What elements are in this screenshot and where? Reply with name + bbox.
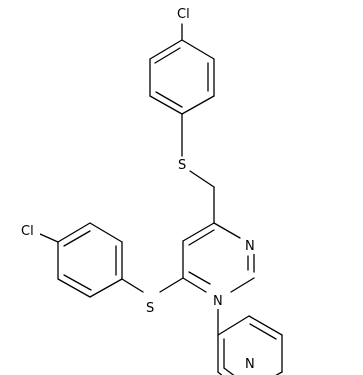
bond xyxy=(149,39,183,60)
bond xyxy=(121,278,144,293)
n-pyrimidine-upper-atom: N xyxy=(244,238,257,254)
bond xyxy=(188,229,215,246)
atom-labels: Cl S Cl S N N N xyxy=(20,5,257,372)
n-pyridine-atom: N xyxy=(244,356,257,372)
bond xyxy=(223,367,235,375)
bond xyxy=(182,222,215,242)
bond xyxy=(39,233,59,243)
bond xyxy=(213,222,241,239)
bond xyxy=(188,271,211,285)
bond-lines xyxy=(39,23,283,375)
bond xyxy=(57,222,91,243)
bond xyxy=(155,91,183,108)
atom-label: Cl xyxy=(21,224,34,239)
bond xyxy=(248,315,283,336)
cl-left-atom: Cl xyxy=(20,222,40,239)
bond xyxy=(189,170,215,188)
atom-label: N xyxy=(213,294,223,309)
s-left-atom: S xyxy=(145,300,157,316)
bond xyxy=(182,277,207,293)
cl-top-atom: Cl xyxy=(176,5,194,22)
atom-label: S xyxy=(178,158,186,173)
bond xyxy=(230,277,255,293)
bond xyxy=(63,274,92,291)
atom-label: Cl xyxy=(177,7,190,22)
atom-label: N xyxy=(245,357,255,372)
n-pyrimidine-lower-atom: N xyxy=(212,293,225,309)
bond xyxy=(159,277,184,293)
bond xyxy=(181,39,215,60)
bond xyxy=(89,222,123,243)
atom-label: N xyxy=(245,239,255,254)
bond xyxy=(89,278,123,298)
bond xyxy=(217,315,250,336)
atom-label: S xyxy=(146,301,154,316)
bond xyxy=(149,95,183,115)
bond xyxy=(249,323,277,340)
bond xyxy=(63,230,91,247)
bond xyxy=(217,371,223,375)
bond xyxy=(57,278,91,298)
s-top-atom: S xyxy=(177,157,189,173)
bond xyxy=(275,371,283,375)
bond xyxy=(154,47,181,64)
bond xyxy=(181,95,215,115)
